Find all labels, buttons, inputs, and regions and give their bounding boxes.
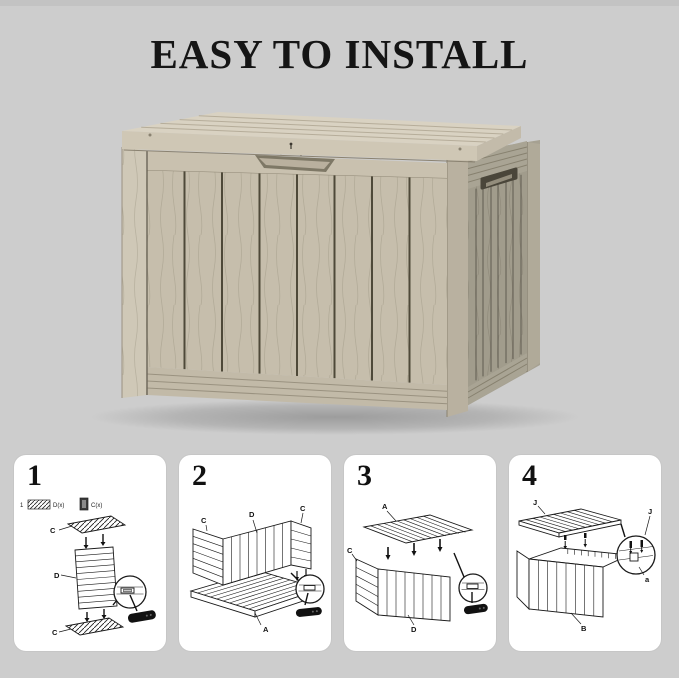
bottom-slat-panel [64,617,125,636]
box-front-panel [146,151,448,410]
open-box [516,547,631,618]
page-title: EASY TO INSTALL [150,31,529,77]
connector-tool-icon [127,610,156,623]
legend-label-c: C(x) [91,503,102,509]
part-label-c: C [50,526,56,535]
magnifier-detail [453,552,488,603]
step-number: 4 [522,459,537,492]
down-arrows [83,534,106,549]
step3-diagram: A C D [347,502,488,634]
legend-index: 1 [20,503,24,509]
slat-panel-swatch-icon [27,499,51,510]
step-number: 2 [192,459,207,492]
deck-box-image [90,112,580,435]
down-arrows [385,539,443,560]
lid-keyhole [289,142,293,149]
side-handle-cutout [480,167,518,190]
part-label-a: A [263,625,269,634]
front-right-post [447,152,468,417]
install-steps-row: 1 1 D(x) C(x) [14,455,661,651]
step-card-4: 4 J [509,455,661,651]
down-arrows [84,609,107,622]
box-side-panel [447,140,540,417]
top-slat-panel [66,515,127,534]
step1-diagram: 1 D(x) C(x) C [20,497,156,637]
front-left-post [121,147,148,398]
step-card-3: 3 A C [344,455,496,651]
magnifier-detail [290,572,325,606]
magnifier-detail [112,575,147,612]
lid-screw [458,147,462,151]
step-card-1: 1 1 D(x) C(x) [14,455,166,651]
part-label-c: C [347,546,353,555]
part-label-c: C [300,504,306,513]
part-label-a-detail: a [645,575,650,584]
connector-tool-icon [295,607,322,617]
lid-panel [518,508,622,538]
step-number: 1 [27,459,42,492]
connector-tool-icon [463,603,488,615]
step-number: 3 [357,459,372,492]
part-label-d: D [411,625,417,634]
step2-diagram: A C D C [189,504,325,634]
part-label-c: C [52,628,58,637]
legend-label-d: D(x) [53,503,64,509]
parts-legend: 1 D(x) C(x) [20,497,102,511]
box-body [355,558,451,622]
magnifier-detail [616,523,656,575]
part-label-d: D [54,571,60,580]
lid-screw [148,133,152,137]
step-card-2: 2 A C D [179,455,331,651]
step4-diagram: J B [516,498,656,633]
part-label-a: A [382,502,388,511]
part-label-j-detail: J [648,507,652,516]
hinge-pins [563,533,587,550]
part-label-c: C [201,516,207,525]
left-panel [192,528,224,586]
part-label-j: J [533,498,537,507]
right-panel [290,520,312,570]
part-label-b: B [581,624,587,633]
part-label-d: D [249,510,255,519]
top-strip [0,0,679,6]
box-lid [122,112,521,163]
